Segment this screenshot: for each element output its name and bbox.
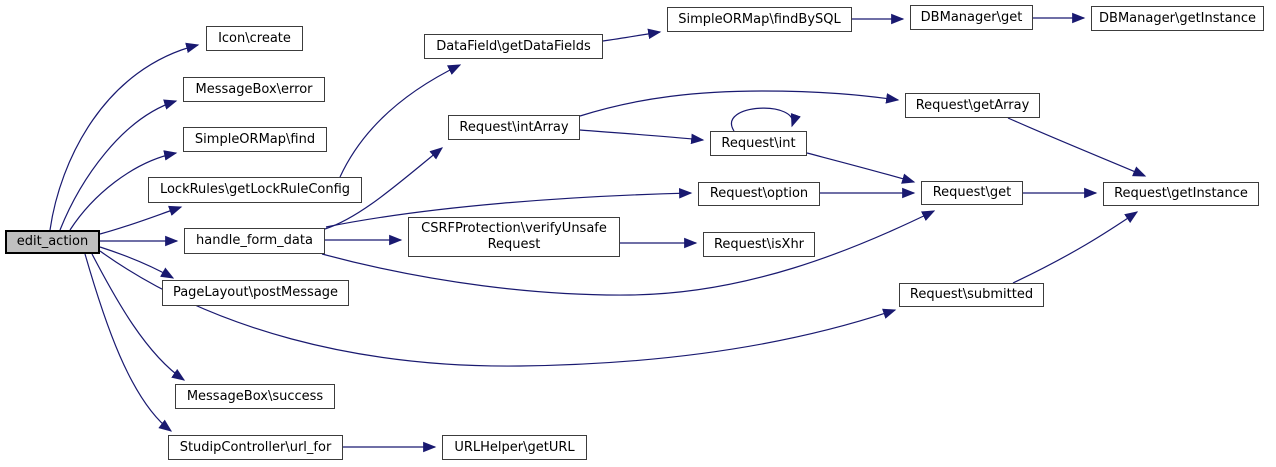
node-simpleormap-find[interactable]: SimpleORMap\find — [183, 127, 327, 152]
edge-edit-action-to-messagebox-success — [91, 253, 186, 381]
node-request-int[interactable]: Request\int — [710, 131, 807, 156]
edge-edit-action-to-lockrules-getlockruleconfig — [99, 205, 183, 235]
edge-lockrules-getlockruleconfig-to-datafield-getdatafields — [339, 64, 462, 178]
node-request-getinstance[interactable]: Request\getInstance — [1103, 182, 1259, 206]
edge-request-int-to-request-get — [806, 152, 916, 184]
edge-request-int-to-request-int — [730, 107, 801, 132]
node-request-submitted[interactable]: Request\submitted — [899, 283, 1044, 307]
node-urlhelper-geturl[interactable]: URLHelper\getURL — [442, 435, 587, 460]
edge-request-submitted-to-request-getinstance — [1012, 211, 1139, 284]
node-simpleormap-findbysql[interactable]: SimpleORMap\findBySQL — [667, 7, 852, 32]
edge-group — [49, 12, 1147, 453]
node-dbmanager-get[interactable]: DBManager\get — [910, 5, 1033, 30]
edge-handle-form-data-to-request-intarray — [324, 147, 444, 230]
node-request-get[interactable]: Request\get — [921, 181, 1023, 205]
edge-handle-form-data-to-request-option — [325, 188, 693, 228]
node-request-getarray[interactable]: Request\getArray — [905, 93, 1040, 118]
edge-edit-action-to-simpleormap-find — [69, 150, 178, 231]
node-icon-create[interactable]: Icon\create — [206, 26, 303, 51]
edge-datafield-getdatafields-to-simpleormap-findbysql — [602, 28, 662, 42]
node-request-intarray[interactable]: Request\intArray — [448, 115, 580, 140]
edge-handle-form-data-to-request-get — [321, 210, 936, 296]
edge-edit-action-to-pagelayout-postmessage — [99, 246, 175, 279]
node-edit-action: edit_action — [5, 230, 100, 254]
node-datafield-getdatafields[interactable]: DataField\getDataFields — [424, 34, 603, 59]
edge-edit-action-to-request-submitted — [99, 250, 897, 367]
edge-request-intarray-to-request-getarray — [579, 90, 900, 117]
node-request-isxhr[interactable]: Request\isXhr — [703, 232, 815, 257]
node-pagelayout-postmessage[interactable]: PageLayout\postMessage — [162, 280, 349, 306]
node-csrfprotection-verifyunsaferequest[interactable]: CSRFProtection\verifyUnsafe Request — [408, 217, 620, 257]
node-messagebox-error[interactable]: MessageBox\error — [183, 77, 325, 102]
edge-edit-action-to-icon-create — [49, 42, 200, 231]
node-lockrules-getlockruleconfig[interactable]: LockRules\getLockRuleConfig — [148, 177, 362, 203]
edge-edit-action-to-messagebox-error — [59, 99, 178, 231]
node-studipcontroller-url-for[interactable]: StudipController\url_for — [168, 435, 343, 460]
node-messagebox-success[interactable]: MessageBox\success — [175, 384, 335, 409]
node-handle-form-data[interactable]: handle_form_data — [184, 228, 325, 254]
node-request-option[interactable]: Request\option — [698, 182, 820, 206]
edge-request-getarray-to-request-getinstance — [1007, 117, 1147, 177]
edge-edit-action-to-studipcontroller-url-for — [84, 253, 173, 432]
edge-request-intarray-to-request-int — [579, 129, 705, 145]
node-dbmanager-getinstance[interactable]: DBManager\getInstance — [1091, 6, 1264, 31]
